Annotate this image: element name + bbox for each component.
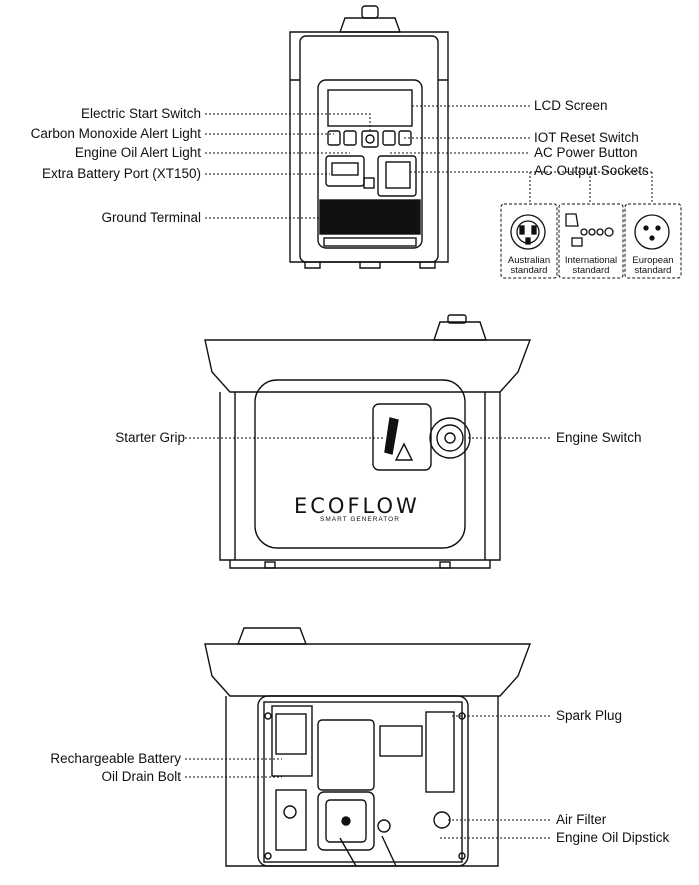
label-electric-start-switch: Electric Start Switch	[80, 106, 201, 121]
brand-subtitle: SMART GENERATOR	[320, 516, 400, 523]
label-european-standard: European standard	[632, 255, 674, 276]
label-international-standard: International standard	[564, 255, 618, 276]
internal-view	[204, 627, 532, 867]
socket-standards	[500, 203, 682, 279]
label-extra-battery-port: Extra Battery Port (XT150)	[41, 166, 201, 181]
side-view	[204, 314, 532, 569]
label-engine-switch: Engine Switch	[556, 430, 642, 445]
label-iot-reset-switch: IOT Reset Switch	[534, 130, 639, 145]
label-australian-standard: Australian standard	[507, 255, 551, 276]
label-starter-grip: Starter Grip	[115, 430, 185, 445]
label-oil-drain-bolt: Oil Drain Bolt	[101, 769, 181, 784]
label-engine-oil-dipstick: Engine Oil Dipstick	[556, 830, 670, 845]
brand-logo: ECOFLOW	[294, 494, 420, 518]
label-ac-power-button: AC Power Button	[534, 145, 638, 160]
label-spark-plug: Spark Plug	[556, 708, 623, 723]
label-lcd-screen: LCD Screen	[534, 98, 608, 113]
label-ac-output-sockets: AC Output Sockets	[534, 163, 649, 178]
label-ground-terminal: Ground Terminal	[101, 210, 201, 225]
lcd-screen-shape	[327, 89, 413, 127]
label-carbon-monoxide-alert-light: Carbon Monoxide Alert Light	[30, 126, 201, 141]
label-rechargeable-battery: Rechargeable Battery	[50, 751, 181, 766]
front-panel-view	[289, 5, 449, 269]
label-air-filter: Air Filter	[556, 812, 607, 827]
label-engine-oil-alert-light: Engine Oil Alert Light	[74, 145, 201, 160]
